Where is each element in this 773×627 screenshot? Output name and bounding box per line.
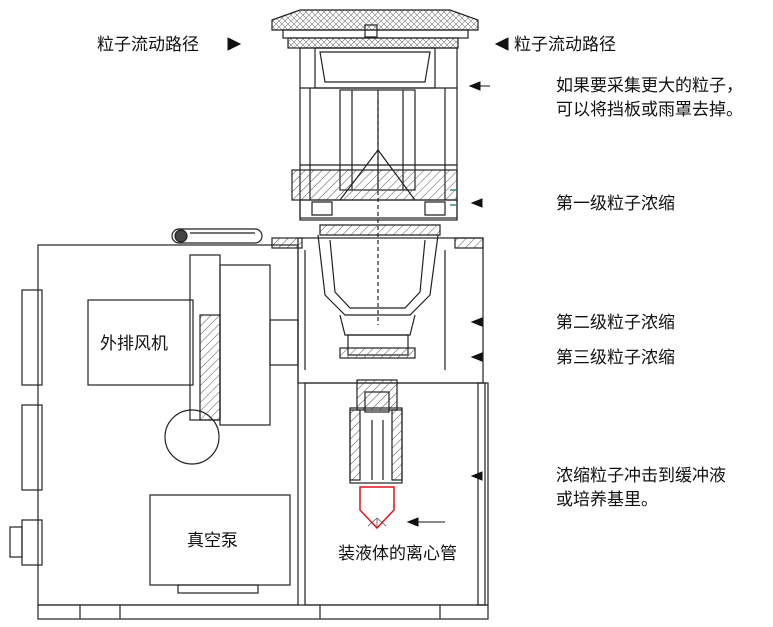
- large-particles-note-line2: 可以将挡板或雨罩去掉。: [556, 100, 743, 120]
- hose: [171, 228, 263, 244]
- arrow-left-icon: [470, 352, 483, 362]
- rain-cap: [271, 9, 479, 89]
- impact-note-line1: 浓缩粒子冲击到缓冲液: [556, 466, 726, 486]
- large-particles-note-line1: 如果要采集更大的粒子，: [556, 76, 743, 96]
- stage1-label: 第一级粒子浓缩: [556, 194, 675, 214]
- exhaust-fan-label: 外排风机: [100, 334, 168, 354]
- leader-arrows: [227, 37, 509, 527]
- particle-path-label-left: 粒子流动路径: [97, 35, 199, 55]
- arrow-left-icon: [468, 81, 481, 91]
- impact-note-line2: 或培养基里。: [556, 490, 658, 510]
- concentrator-housing: [271, 224, 484, 384]
- particle-path-label-right: 粒子流动路径: [514, 35, 616, 55]
- arrow-left-icon: [470, 198, 483, 208]
- centrifuge-tube: [359, 486, 395, 530]
- arrow-left-icon: [470, 471, 483, 481]
- vacuum-pump-label: 真空泵: [187, 531, 238, 551]
- stage3-label: 第三级粒子浓缩: [556, 348, 675, 368]
- green-markers: [450, 189, 456, 206]
- arrow-left-icon: [494, 37, 509, 51]
- base-rail: [37, 604, 489, 620]
- inlet-column: [291, 47, 458, 325]
- tube-particles: [367, 517, 387, 527]
- impactor-nozzle: [349, 379, 403, 484]
- stage2-label: 第二级粒子浓缩: [556, 313, 675, 333]
- lower-cabinet: [9, 244, 299, 606]
- arrow-left-icon: [406, 517, 419, 527]
- centrifuge-tube-label: 装液体的离心管: [338, 544, 457, 564]
- arrow-left-icon: [470, 317, 483, 327]
- arrow-right-icon: [227, 37, 242, 51]
